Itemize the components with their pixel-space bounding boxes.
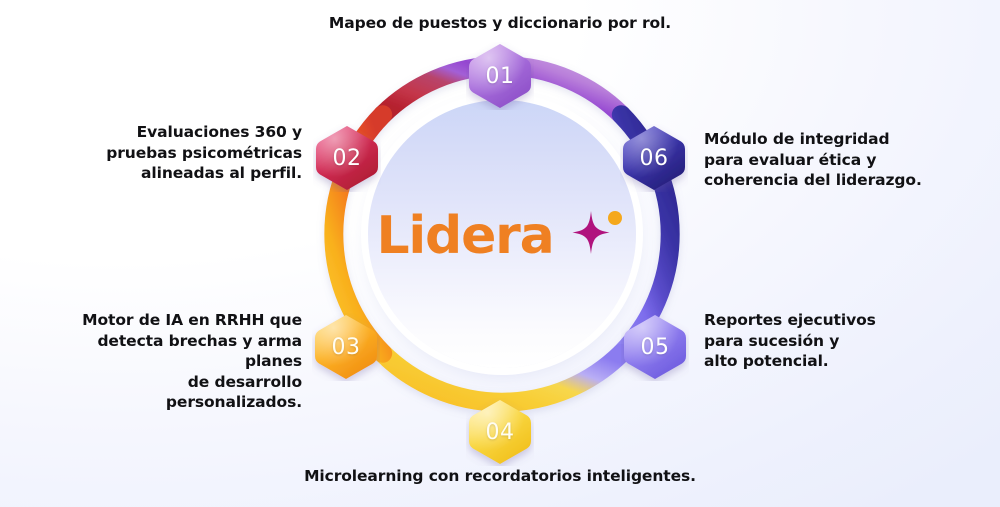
process-node-05[interactable]: 05 bbox=[621, 313, 689, 381]
node-label-02: Evaluaciones 360 y pruebas psicométricas… bbox=[106, 123, 302, 183]
hexagon-05-icon bbox=[624, 315, 686, 379]
node-label-01: Mapeo de puestos y diccionario por rol. bbox=[328, 14, 672, 32]
hexagon-03-icon bbox=[314, 315, 377, 379]
hexagon-01-icon bbox=[468, 44, 531, 108]
hexagon-02-icon bbox=[315, 126, 378, 190]
node-label-03: Motor de IA en RRHH que detecta brechas … bbox=[82, 311, 302, 412]
four-point-star-icon bbox=[557, 205, 627, 267]
process-node-04[interactable]: 04 bbox=[466, 398, 534, 466]
process-node-02[interactable]: 02 bbox=[313, 124, 381, 192]
node-label-05: Reportes ejecutivos para sucesión y alto… bbox=[704, 311, 876, 371]
brand-logo: Lidera bbox=[368, 100, 636, 368]
process-node-03[interactable]: 03 bbox=[312, 313, 380, 381]
hexagon-04-icon bbox=[468, 400, 531, 464]
gold-dot-icon bbox=[608, 211, 623, 225]
process-node-06[interactable]: 06 bbox=[620, 124, 688, 192]
node-label-06: Módulo de integridad para evaluar ética … bbox=[704, 130, 922, 190]
node-label-04: Microlearning con recordatorios intelige… bbox=[304, 467, 696, 485]
brand-wordmark: Lidera bbox=[376, 206, 555, 266]
hexagon-06-icon bbox=[623, 126, 685, 190]
process-node-01[interactable]: 01 bbox=[466, 42, 534, 110]
